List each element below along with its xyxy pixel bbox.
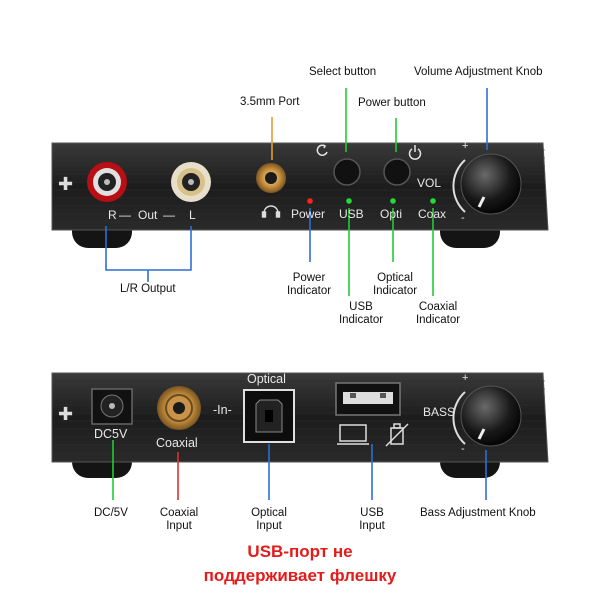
bass-knob[interactable] [460,385,522,447]
print-coax: Coax [418,207,447,221]
print-out-line: — [119,208,131,222]
volume-scale-arc [452,159,466,213]
label-power-button: Power button [358,97,426,109]
front-screw-left: ✚ [58,174,73,194]
print-bass-plus: + [462,372,469,384]
warning-line-1: USB-порт не [247,542,353,561]
refresh-icon [316,144,328,156]
label-coax-indicator: Coaxial Indicator [415,301,461,326]
print-l: L [189,208,196,222]
label-bass-knob: Bass Adjustment Knob [420,507,536,519]
print-usb: USB [339,207,364,221]
power-icon [408,145,422,160]
headphone-icon [261,205,281,218]
label-usb-indicator: USB Indicator [338,301,384,326]
power-led [307,198,313,204]
opti-led [390,198,396,204]
print-r: R [108,208,117,222]
no-usb-drive-icon [385,423,409,447]
warning-line-2: поддерживает флешку [203,566,397,585]
laptop-icon [337,424,369,445]
bass-scale-arc [452,391,466,445]
usb-led [346,198,352,204]
volume-knob[interactable] [460,153,522,215]
print-bass-minus: - [461,443,465,455]
print-out-line2: — [163,208,175,222]
print-opti: Opti [380,207,403,221]
label-optical-indicator: Optical Indicator [372,272,418,297]
print-coaxial: Coaxial [156,436,198,450]
leader-lines [105,88,488,500]
coax-led [430,198,436,204]
print-bass: BASS [423,405,456,419]
select-button[interactable] [333,158,361,186]
label-coaxial-input: Coaxial Input [159,507,199,532]
back-screw-left: ✚ [58,404,73,424]
print-dc5v: DC5V [94,427,128,441]
label-35mm-port: 3.5mm Port [240,96,300,108]
front-chassis [51,142,549,231]
label-optical-input: Optical Input [251,507,287,532]
print-vol-minus: - [461,212,465,224]
label-dc5v: DC/5V [94,507,128,519]
print-out: Out [138,208,158,222]
print-power: Power [291,207,326,221]
label-usb-input: USB Input [359,507,385,532]
label-volume-knob: Volume Adjustment Knob [414,66,543,78]
power-button[interactable] [383,158,411,186]
label-select-button: Select button [309,66,377,78]
print-vol-plus: + [462,140,469,152]
label-lr-output: L/R Output [120,283,176,295]
label-power-indicator: Power Indicator [286,272,332,297]
print-in: -In- [213,403,232,417]
print-optical: Optical [247,372,286,386]
print-vol: VOL [417,176,442,190]
